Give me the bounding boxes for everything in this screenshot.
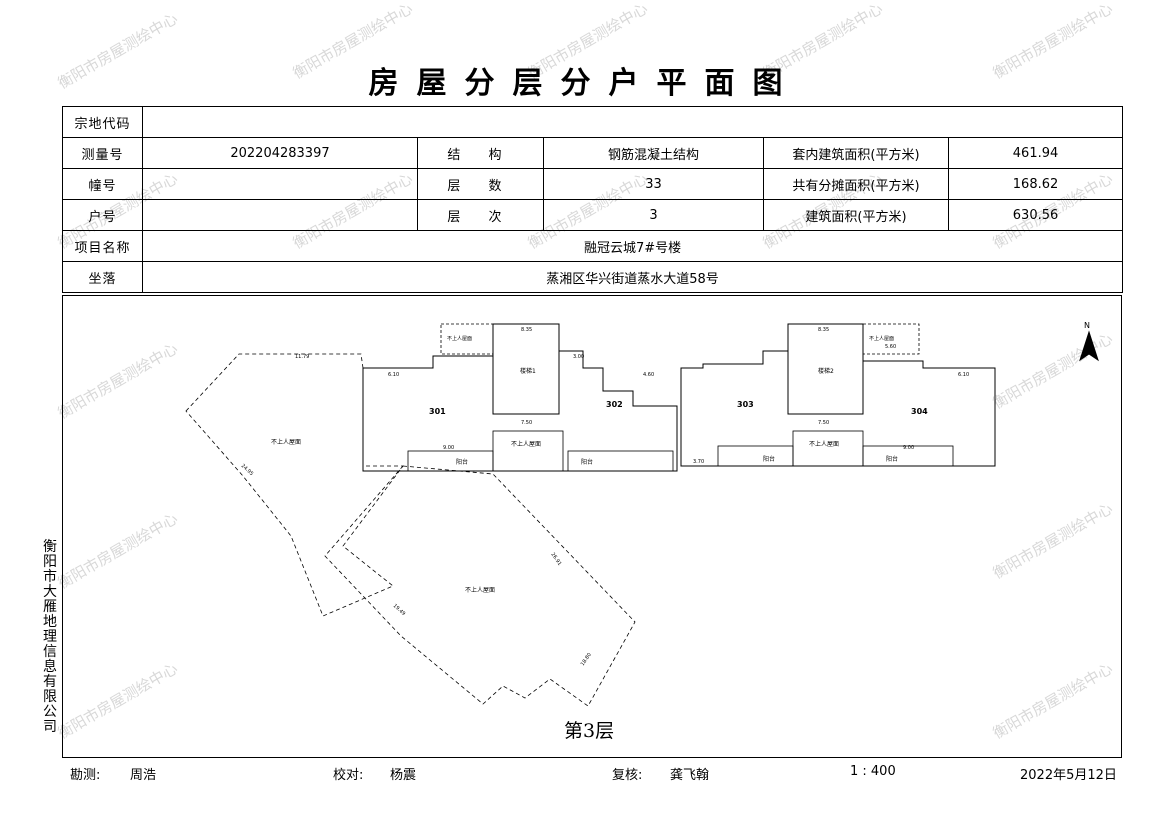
balcony-box [717,445,794,467]
unit-303-label: 303 [737,400,754,409]
reviewer-name: 龚飞翰 [670,768,710,783]
project-value: 融冠云城7#号楼 [141,230,1124,262]
floor-plan-drawing: 不上人屋面 不上人屋面 11.79 24.95 26.91 19.49 18.8… [185,321,1099,707]
dim-label: 4.60 [643,372,654,378]
roof-box [492,430,564,472]
dim-label: 18.80 [580,652,593,667]
roof-label: 不上人屋面 [511,440,541,448]
checker-name: 杨震 [390,768,417,783]
building-no-value [142,168,418,200]
unit-no-value [142,199,418,231]
stair-1-label: 楼梯1 [520,367,536,375]
unit-no-label: 户号 [62,199,143,231]
dim-label: 8.35 [521,327,532,333]
dim-label: 7.50 [818,420,829,426]
floors-label: 层 数 [417,168,544,200]
dim-label: 11.79 [295,354,309,360]
stair-2-label: 楼梯2 [818,367,834,375]
dim-label: 7.50 [521,420,532,426]
checker-label: 校对: [333,768,364,783]
floor-level-label: 层 次 [417,199,544,231]
north-label: N [1084,321,1090,330]
building-area-value: 630.56 [947,199,1124,231]
roof-label: 不上人屋面 [447,335,472,342]
dim-label: 26.91 [549,552,562,567]
floor-caption: 第3层 [564,720,615,742]
shared-area-value: 168.62 [947,168,1124,200]
structure-label: 结 构 [417,137,544,169]
page-title: 房屋分层分户平面图 [368,66,801,101]
parcel-code-value [141,106,1124,138]
building-no-label: 幢号 [62,168,143,200]
structure-value: 钢筋混凝土结构 [543,137,764,169]
floor-level-value: 3 [543,199,764,231]
roof-label: 不上人屋面 [809,440,839,448]
unit-301-outline [362,323,678,472]
roof-box [792,430,864,467]
unit-304-label: 304 [911,407,928,416]
dim-label: 9.00 [903,445,914,451]
roof-outline-bottom [324,465,636,707]
balcony-label: 阳台 [456,458,468,466]
shared-area-label: 共有分摊面积(平方米) [763,168,949,200]
roof-top-box [862,323,920,355]
surveyor-label: 勘测: [70,768,101,783]
inner-area-label: 套内建筑面积(平方米) [763,137,949,169]
date-text: 2022年5月12日 [1020,768,1117,783]
balcony-label: 阳台 [581,458,593,466]
location-value: 蒸湘区华兴街道蒸水大道58号 [141,261,1124,293]
unit-302-label: 302 [606,400,623,409]
surveyor-name: 周浩 [130,768,157,783]
balcony-box [567,450,674,472]
dim-label: 9.00 [443,445,454,451]
stair-2-box [787,323,864,415]
dim-label: 3.70 [693,459,704,465]
building-area-label: 建筑面积(平方米) [763,199,949,231]
dim-label: 6.10 [958,372,969,378]
roof-label: 不上人屋面 [465,586,495,594]
dim-label: 6.10 [388,372,399,378]
survey-no-label: 测量号 [62,137,143,169]
north-arrow-icon [1079,330,1099,362]
roof-label: 不上人屋面 [271,438,301,446]
scale-text: 1 : 400 [850,764,896,779]
roof-label: 不上人屋面 [869,335,894,342]
company-name-vertical: 衡阳市大雁地理信息有限公司 [43,539,57,735]
floor-plan-frame: 不上人屋面 不上人屋面 11.79 24.95 26.91 19.49 18.8… [62,295,1122,758]
inner-area-value: 461.94 [947,137,1124,169]
dim-label: 5.60 [885,344,896,350]
roof-outline-left [185,353,404,617]
unit-301-label: 301 [429,407,446,416]
info-table: 宗地代码 测量号 202204283397 结 构 钢筋混凝土结构 套内建筑面积… [62,106,1124,293]
balcony-box [407,450,494,472]
reviewer-label: 复核: [612,768,643,783]
location-label: 坐落 [62,261,143,293]
survey-no-value: 202204283397 [142,137,418,169]
dim-label: 19.49 [392,603,407,617]
balcony-label: 阳台 [763,455,775,463]
balcony-label: 阳台 [886,455,898,463]
dim-label: 8.35 [818,327,829,333]
parcel-code-label: 宗地代码 [62,106,143,138]
project-label: 项目名称 [62,230,143,262]
floors-value: 33 [543,168,764,200]
dim-label: 3.00 [573,354,584,360]
